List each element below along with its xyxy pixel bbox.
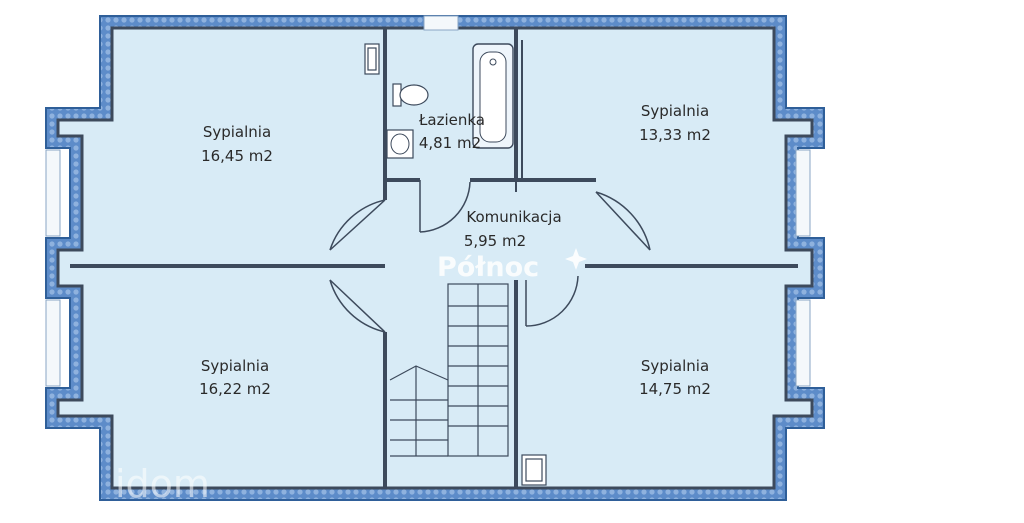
bathroom-name: Łazienka <box>418 111 485 129</box>
bedroom-sw-area: 16,22 m2 <box>199 380 271 398</box>
bedroom-nw-area: 16,45 m2 <box>201 147 273 165</box>
floor-area <box>56 26 814 490</box>
doors <box>329 180 651 333</box>
bedroom-se-area: 14,75 m2 <box>639 380 711 398</box>
interior-walls <box>70 28 798 488</box>
agency-watermark: Północ <box>437 252 539 283</box>
sink <box>386 129 414 159</box>
toilet <box>392 83 429 107</box>
fixture-boxes <box>364 43 547 486</box>
bathroom-area: 4,81 m2 <box>419 134 481 152</box>
staircase <box>389 283 509 457</box>
thin-walls <box>515 40 523 192</box>
bedroom-se-name: Sypialnia <box>641 357 709 375</box>
hall-area: 5,95 m2 <box>464 232 526 250</box>
bedroom-ne-area: 13,33 m2 <box>639 126 711 144</box>
windows <box>45 15 811 387</box>
portal-watermark: idom <box>115 462 210 506</box>
bedroom-sw-name: Sypialnia <box>201 357 269 375</box>
bedroom-nw-name: Sypialnia <box>203 123 271 141</box>
sparkle-icon <box>565 248 587 270</box>
bathtub <box>472 43 514 149</box>
bedroom-ne-name: Sypialnia <box>641 102 709 120</box>
hall-name: Komunikacja <box>466 208 561 226</box>
